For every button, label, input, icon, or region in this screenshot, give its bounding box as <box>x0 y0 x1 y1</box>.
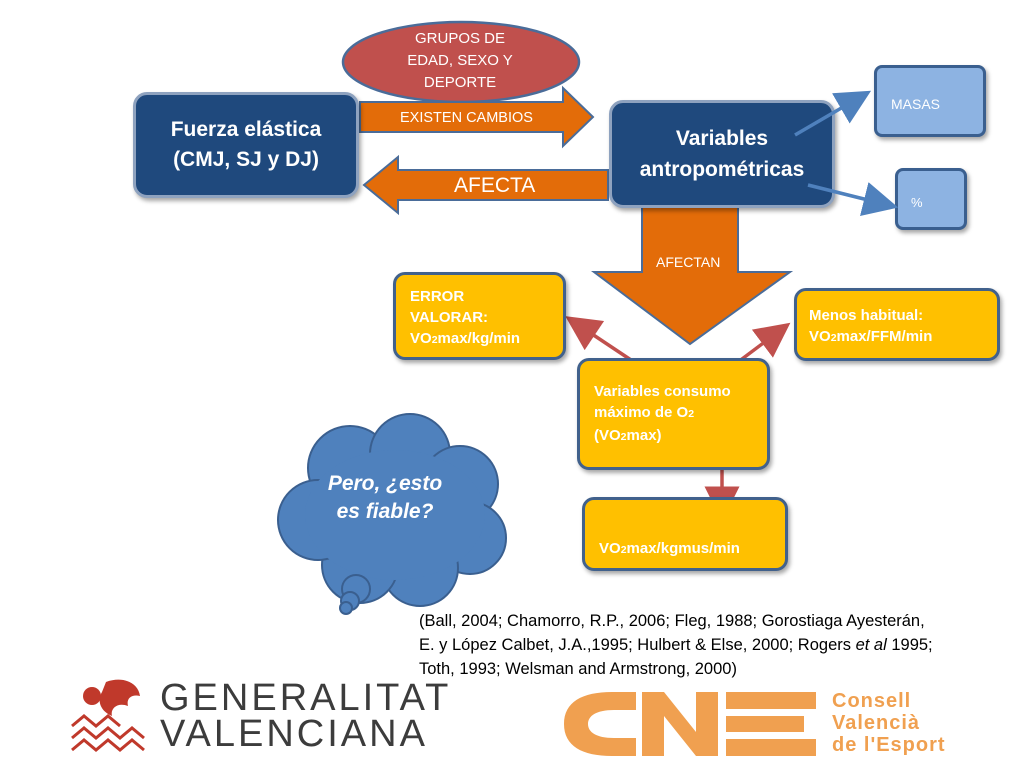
cloud-line-2: es fiable? <box>336 500 434 523</box>
consumo-line-2: máximo de O2 <box>594 404 695 421</box>
cve-line-2: Valencià <box>832 712 921 734</box>
groups-ellipse-text: GRUPOS DE EDAD, SEXO Y DEPORTE <box>360 28 560 94</box>
variables-line-1: Variables <box>675 127 769 150</box>
error-connector <box>565 316 632 362</box>
generalitat-wordmark: GENERALITAT VALENCIANA <box>160 677 452 755</box>
existen-cambios-label: EXISTEN CAMBIOS <box>400 110 533 126</box>
error-line-2: VALORAR: <box>410 309 489 326</box>
generalitat-line-1: GENERALITAT <box>160 677 452 719</box>
thought-cloud <box>277 413 507 615</box>
masas-connector <box>794 90 872 137</box>
citation-line-2: E. y López Calbet, J.A.,1995; Hulbert & … <box>419 636 933 654</box>
generalitat-emblem-icon <box>71 679 145 752</box>
cloud-text: Pero, ¿esto es fiable? <box>300 470 470 526</box>
fuerza-line-2: (CMJ, SJ y DJ) <box>173 148 319 171</box>
ellipse-line-2: EDAD, SEXO Y <box>407 52 513 69</box>
cve-wordmark: Consell Valencià de l'Esport <box>832 690 946 756</box>
ellipse-line-1: GRUPOS DE <box>414 30 505 47</box>
cve-line-1: Consell <box>832 690 912 712</box>
generalitat-line-2: VALENCIANA <box>160 713 428 755</box>
cloud-line-1: Pero, ¿esto <box>327 472 443 495</box>
cloud-bubbles <box>339 574 371 615</box>
citation-line-1: (Ball, 2004; Chamorro, R.P., 2006; Fleg,… <box>419 612 925 630</box>
error-line-3: VO2max/kg/min <box>410 330 521 347</box>
fuerza-line-1: Fuerza elástica <box>170 118 322 141</box>
error-valorar-box: ERROR VALORAR: VO2max/kg/min <box>393 272 566 360</box>
kgmus-box: VO2max/kgmus/min <box>582 497 788 571</box>
menos-habitual-box: Menos habitual: VO2max/FFM/min <box>794 288 1000 361</box>
existen-cambios-arrow <box>359 85 595 149</box>
cve-line-3: de l'Esport <box>832 734 946 756</box>
percent-box: % <box>895 168 967 230</box>
variables-antropometricas-box: Variables antropométricas <box>609 100 835 208</box>
kgmus-line: VO2max/kgmus/min <box>599 540 740 557</box>
afectan-arrow <box>591 206 794 346</box>
ellipse-line-3: DEPORTE <box>423 74 497 91</box>
cve-logo-mark <box>564 692 816 756</box>
consumo-oxigeno-box: Variables consumo máximo de O2 (VO2max) <box>577 358 770 470</box>
citation-text: (Ball, 2004; Chamorro, R.P., 2006; Fleg,… <box>419 609 1019 681</box>
masas-label: MASAS <box>891 96 941 112</box>
menos-line-2: VO2max/FFM/min <box>809 328 933 345</box>
percent-connector <box>807 182 899 217</box>
variables-line-2: antropométricas <box>639 158 805 181</box>
consumo-line-1: Variables consumo <box>594 383 731 400</box>
afecta-arrow <box>362 154 609 216</box>
error-line-1: ERROR <box>410 288 465 305</box>
percent-label: % <box>911 195 923 210</box>
masas-box: MASAS <box>874 65 986 137</box>
afecta-label: AFECTA <box>454 174 536 197</box>
consumo-line-3: (VO2max) <box>594 427 662 444</box>
citation-line-3: Toth, 1993; Welsman and Armstrong, 2000) <box>419 660 737 678</box>
menos-line-1: Menos habitual: <box>809 307 924 324</box>
fuerza-elastica-box: Fuerza elástica (CMJ, SJ y DJ) <box>133 92 359 198</box>
afectan-label: AFECTAN <box>656 254 721 270</box>
